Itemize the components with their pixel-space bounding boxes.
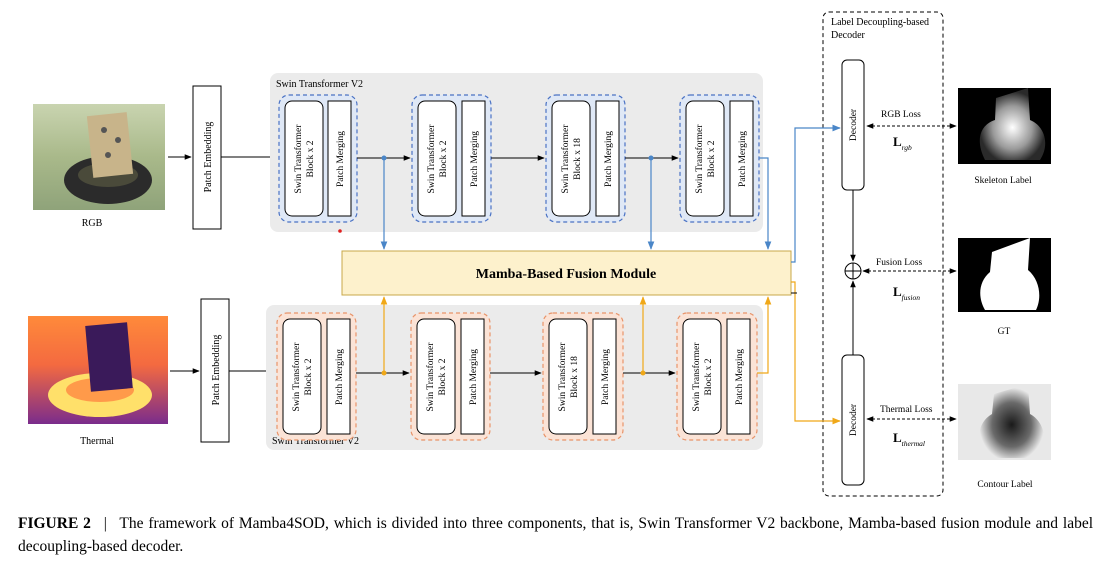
patch-merging: [595, 100, 620, 217]
backbone-panel-rgb: [270, 73, 763, 232]
rgb-loss-symbol: Lrgb: [893, 134, 912, 152]
rgb-loss-label: RGB Loss: [881, 110, 921, 120]
contour-label-caption: Contour Label: [977, 480, 1033, 490]
decoder-thermal-label: Decoder: [849, 403, 859, 436]
rgb-label: RGB: [82, 218, 103, 229]
thermal-to-fusion-arrows: [380, 296, 772, 376]
swin-block: [682, 318, 722, 435]
backbone-panel-rgb-title: Swin Transformer V2: [276, 79, 363, 90]
fusion-loss-subscript: fusion: [902, 293, 921, 302]
figure-number: FIGURE 2: [18, 515, 91, 532]
swin-block-label-line1: Swin Transformer: [694, 124, 705, 194]
fusion-module-label: Mamba-Based Fusion Module: [476, 267, 656, 282]
swin-block-label-line2: Block x 18: [570, 356, 580, 398]
gt-image: [958, 238, 1051, 312]
skeleton-label-caption: Skeleton Label: [974, 176, 1032, 186]
thermal-stage-4: Swin Transformer Block x 2 Patch Merging: [676, 312, 758, 441]
rgb-loss-symbol-main: L: [893, 134, 902, 149]
rgb-loss-subscript: rgb: [902, 143, 912, 152]
gt-caption: GT: [998, 327, 1011, 337]
sum-node: [844, 262, 862, 280]
swin-block: [685, 100, 725, 217]
fusion-module: [341, 250, 792, 296]
swin-block-label-line2: Block x 18: [573, 138, 583, 180]
swin-block-label-line1: Swin Transformer: [425, 342, 436, 412]
patch-merging-label: Patch Merging: [335, 349, 345, 405]
rgb-input-image: [33, 104, 165, 210]
caption-text: The framework of Mamba4SOD, which is div…: [18, 515, 1094, 555]
skeleton-label-image: [958, 88, 1051, 164]
rgb-stage-1: Swin Transformer Block x 2 Patch Merging: [278, 94, 358, 223]
swin-block: [548, 318, 588, 435]
thermal-loss-symbol-main: L: [893, 430, 902, 445]
figure-caption: FIGURE 2 | The framework of Mamba4SOD, w…: [18, 512, 1093, 558]
decoder-rgb-label: Decoder: [849, 108, 859, 141]
patch-merging-label: Patch Merging: [336, 131, 346, 187]
caption-separator: |: [103, 515, 107, 532]
swin-block-label-line2: Block x 2: [306, 140, 316, 177]
patch-merging-label: Patch Merging: [469, 349, 479, 405]
thermal-stage-1: Swin Transformer Block x 2 Patch Merging: [276, 312, 357, 441]
rgb-stage-4: Swin Transformer Block x 2 Patch Merging: [679, 94, 760, 223]
patch-merging-label: Patch Merging: [604, 131, 614, 187]
thermal-stage-2: Swin Transformer Block x 2 Patch Merging: [410, 312, 491, 441]
patch-merging: [326, 318, 351, 435]
thermal-loss-label: Thermal Loss: [880, 405, 933, 415]
patch-merging-label: Patch Merging: [738, 131, 748, 187]
thermal-stage-3: Swin Transformer Block x 18 Patch Mergin…: [542, 312, 624, 441]
patch-merging: [729, 100, 754, 217]
swin-block: [282, 318, 322, 435]
fusion-loss-symbol-main: L: [893, 284, 902, 299]
swin-block-label-line1: Swin Transformer: [691, 342, 702, 412]
patch-embedding-rgb-label: Patch Embedding: [203, 122, 214, 193]
patch-embedding-thermal: [200, 298, 230, 443]
decoder-panel-title-line2: Decoder: [831, 30, 866, 41]
red-dot: [338, 229, 342, 233]
swin-block: [417, 100, 457, 217]
swin-block-label-line2: Block x 2: [304, 358, 314, 395]
swin-block-label-line1: Swin Transformer: [560, 124, 571, 194]
backbone-panel-thermal-title: Swin Transformer V2: [272, 436, 359, 447]
thermal-input-image: [28, 316, 168, 424]
rgb-to-fusion-arrows: [380, 155, 772, 250]
swin-block: [551, 100, 591, 217]
patch-merging-label: Patch Merging: [735, 349, 745, 405]
patch-merging: [592, 318, 617, 435]
swin-block-label-line2: Block x 2: [438, 358, 448, 395]
thermal-loss-subscript: thermal: [902, 439, 925, 448]
swin-block-label-line1: Swin Transformer: [426, 124, 437, 194]
swin-block-label-line2: Block x 2: [707, 140, 717, 177]
patch-merging-label: Patch Merging: [601, 349, 611, 405]
patch-merging-label: Patch Merging: [470, 131, 480, 187]
fusion-to-rgb-decoder-arrow: [791, 124, 841, 263]
fusion-loss-symbol: Lfusion: [893, 284, 920, 302]
swin-block-label-line2: Block x 2: [439, 140, 449, 177]
swin-block-label-line1: Swin Transformer: [557, 342, 568, 412]
decoder-panel: [822, 11, 944, 497]
decoder-panel-title-line1: Label Decoupling-based: [831, 17, 929, 28]
patch-embedding-thermal-label: Patch Embedding: [211, 335, 222, 406]
mamba4sod-framework-diagram: RGB Thermal Patch Embedding Patch Embedd…: [28, 11, 1051, 497]
thermal-loss-symbol: Lthermal: [893, 430, 925, 448]
swin-block: [284, 100, 324, 217]
backbone-panel-thermal: [266, 305, 763, 450]
swin-block-label-line1: Swin Transformer: [291, 342, 302, 412]
thermal-label: Thermal: [80, 436, 114, 447]
swin-block-label-line1: Swin Transformer: [293, 124, 304, 194]
patch-merging: [461, 100, 486, 217]
patch-merging: [460, 318, 485, 435]
swin-block-label-line2: Block x 2: [704, 358, 714, 395]
swin-block: [416, 318, 456, 435]
rgb-stage-3: Swin Transformer Block x 18 Patch Mergin…: [545, 94, 626, 223]
contour-label-image: [958, 384, 1051, 460]
patch-merging: [726, 318, 751, 435]
patch-merging: [327, 100, 352, 217]
rgb-stage-2: Swin Transformer Block x 2 Patch Merging: [411, 94, 492, 223]
fusion-loss-label: Fusion Loss: [876, 258, 922, 268]
fusion-to-thermal-decoder-arrow: [791, 281, 841, 425]
